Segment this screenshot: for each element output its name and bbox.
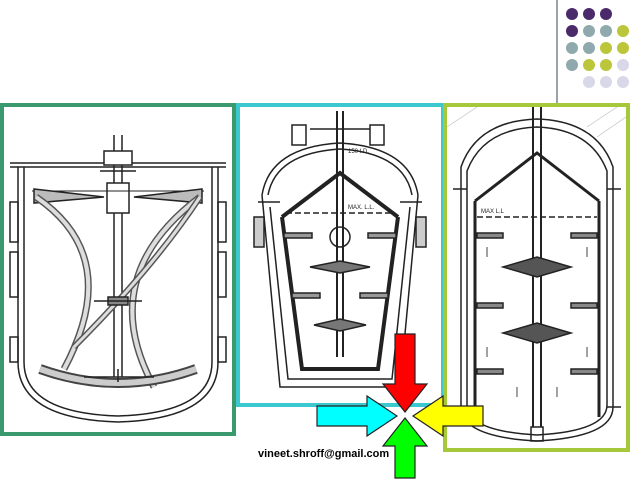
- baffled-vessel-panel: MAX L.L: [443, 103, 630, 452]
- max-level-label: MAX L.L: [481, 209, 505, 215]
- inner-diameter-label: 150 I.D.: [348, 149, 369, 155]
- helical-ribbon-panel: [0, 103, 236, 436]
- baffled-vessel-drawing: MAX L.L: [447, 107, 626, 442]
- down-arrow-icon: [381, 333, 429, 413]
- up-arrow-icon: [381, 417, 429, 479]
- helical-ribbon-drawing: [9, 135, 227, 423]
- right-arrow-icon: [316, 394, 399, 438]
- author-email: vineet.shroff@gmail.com: [258, 448, 390, 460]
- conical-vessel-drawing: 150 I.D. MAX. L.L.: [253, 111, 427, 388]
- max-liquid-level-label: MAX. L.L.: [348, 205, 375, 211]
- decorative-dot-grid: [566, 8, 636, 108]
- header-divider-line: [556, 0, 558, 118]
- flow-arrows: [316, 333, 484, 479]
- left-arrow-icon: [411, 394, 484, 438]
